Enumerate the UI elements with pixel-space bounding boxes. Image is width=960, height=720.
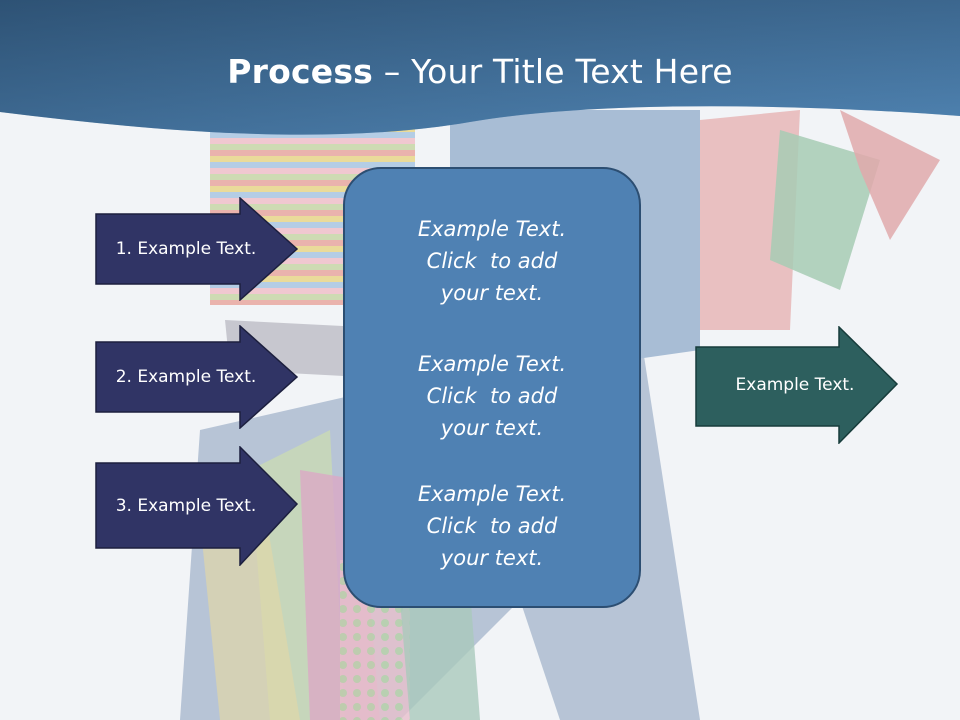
arrow-right-shape: [95, 446, 299, 566]
center-item-2-line3: your text.: [440, 416, 544, 440]
step-label-2: 2. Example Text.: [115, 367, 257, 387]
center-item-1-line3: your text.: [440, 281, 544, 305]
step-arrow-3[interactable]: 3. Example Text.: [95, 446, 299, 566]
arrow-right-shape: [695, 326, 899, 444]
center-item-3: Example Text. Click to add your text.: [345, 478, 639, 574]
center-item-3-line2: Click to add: [426, 514, 558, 538]
center-item-2-line1: Example Text.: [417, 352, 567, 376]
result-arrow[interactable]: Example Text.: [695, 326, 899, 444]
title-bold: Process: [227, 52, 374, 91]
center-item-2-line2: Click to add: [426, 384, 558, 408]
arrow-right-shape: [95, 325, 299, 429]
title-rest: – Your Title Text Here: [373, 52, 733, 91]
center-item-2: Example Text. Click to add your text.: [345, 348, 639, 444]
step-label-3: 3. Example Text.: [115, 496, 257, 516]
center-item-3-line3: your text.: [440, 546, 544, 570]
slide-title: Process – Your Title Text Here: [0, 52, 960, 91]
step-arrow-2[interactable]: 2. Example Text.: [95, 325, 299, 429]
center-item-1-line2: Click to add: [426, 249, 558, 273]
center-item-1: Example Text. Click to add your text.: [345, 213, 639, 309]
arrow-right-shape: [95, 197, 299, 301]
center-text-box[interactable]: Example Text. Click to add your text. Ex…: [343, 167, 641, 608]
step-arrow-1[interactable]: 1. Example Text.: [95, 197, 299, 301]
center-item-3-line1: Example Text.: [417, 482, 567, 506]
result-label: Example Text.: [735, 375, 855, 395]
step-label-1: 1. Example Text.: [115, 239, 257, 259]
center-item-1-line1: Example Text.: [417, 217, 567, 241]
